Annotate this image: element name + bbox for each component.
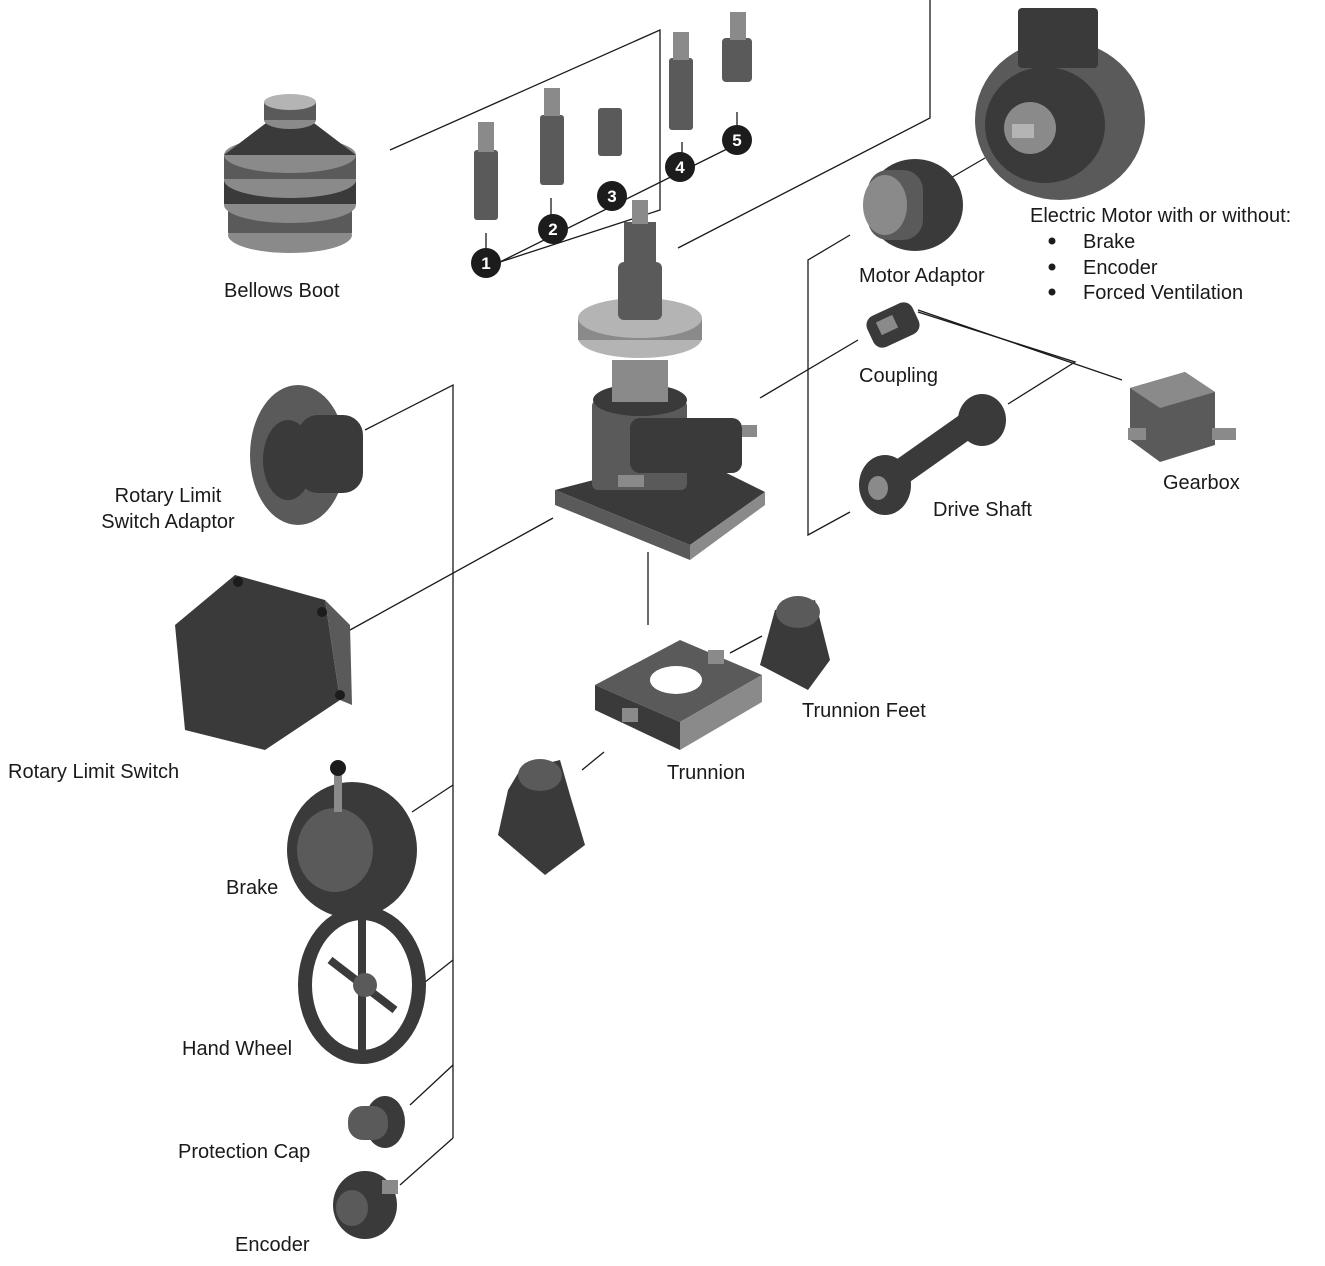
leader-trunnion-feet-left xyxy=(581,751,605,771)
label-electric-motor: Electric Motor with or without: xyxy=(1030,205,1291,227)
coupling-part xyxy=(866,302,920,348)
rotary-limit-switch-part xyxy=(175,575,352,750)
screw-jack-part xyxy=(555,200,765,560)
label-protection-cap: Protection Cap xyxy=(178,1141,310,1163)
badge-3: 3 xyxy=(597,181,627,211)
trunnion-feet-left-part xyxy=(498,759,585,875)
label-encoder: Encoder xyxy=(235,1234,310,1256)
svg-text:5: 5 xyxy=(732,131,741,150)
leader-motor-top xyxy=(677,0,931,249)
badge-2: 2 xyxy=(538,214,568,244)
leader-motor-adaptor-driveshaft xyxy=(807,234,851,537)
bellows-boot-part xyxy=(224,94,356,253)
screw-ends xyxy=(474,12,752,220)
labels: Bellows Boot Motor Adaptor Electric Moto… xyxy=(8,205,1291,1256)
label-drive-shaft: Drive Shaft xyxy=(933,499,1032,521)
protection-cap-part xyxy=(348,1096,405,1148)
svg-text:4: 4 xyxy=(675,158,685,177)
label-trunnion: Trunnion xyxy=(667,762,745,784)
svg-text:1: 1 xyxy=(481,254,490,273)
screw-end-badges: 1 2 3 4 5 xyxy=(471,125,752,278)
leader-coupling xyxy=(759,339,859,399)
rotary-limit-switch-adaptor-part xyxy=(250,385,363,525)
motor-options-list: Brake Encoder Forced Ventilation xyxy=(1048,231,1243,304)
brake-part xyxy=(287,760,417,918)
motor-option-brake: Brake xyxy=(1083,231,1135,253)
leader-limit-switch xyxy=(349,517,554,631)
trunnion-feet-right-part xyxy=(760,596,830,690)
leader-trunnion-feet-right xyxy=(729,635,763,654)
motor-option-forced-ventilation: Forced Ventilation xyxy=(1083,282,1243,304)
label-rotary-limit-switch-adaptor-line1: Rotary Limit xyxy=(115,485,222,507)
hand-wheel-part xyxy=(298,906,426,1064)
motor-adaptor-part xyxy=(863,159,963,251)
label-trunnion-feet: Trunnion Feet xyxy=(802,700,926,722)
trunnion-part xyxy=(595,640,762,750)
label-hand-wheel: Hand Wheel xyxy=(182,1038,292,1060)
leader-accessory-spine xyxy=(364,383,454,1138)
badge-5: 5 xyxy=(722,125,752,155)
drive-shaft-part xyxy=(859,394,1006,515)
label-rotary-limit-switch-adaptor-line2: Switch Adaptor xyxy=(101,511,235,533)
electric-motor-part xyxy=(975,8,1145,200)
label-gearbox: Gearbox xyxy=(1163,472,1240,494)
label-bellows-boot: Bellows Boot xyxy=(224,280,340,302)
svg-text:2: 2 xyxy=(548,220,557,239)
gearbox-part xyxy=(1128,372,1236,462)
leader-driveshaft xyxy=(917,311,1077,405)
leader-bellows-screw-ends xyxy=(389,28,661,263)
label-motor-adaptor: Motor Adaptor xyxy=(859,265,985,287)
motor-option-encoder: Encoder xyxy=(1083,257,1158,279)
encoder-part xyxy=(333,1171,398,1239)
label-coupling: Coupling xyxy=(859,365,938,387)
leader-lines xyxy=(349,0,1123,1186)
badge-1: 1 xyxy=(471,248,501,278)
svg-text:3: 3 xyxy=(607,187,616,206)
badge-4: 4 xyxy=(665,152,695,182)
label-rotary-limit-switch: Rotary Limit Switch xyxy=(8,761,179,783)
label-brake: Brake xyxy=(226,877,278,899)
